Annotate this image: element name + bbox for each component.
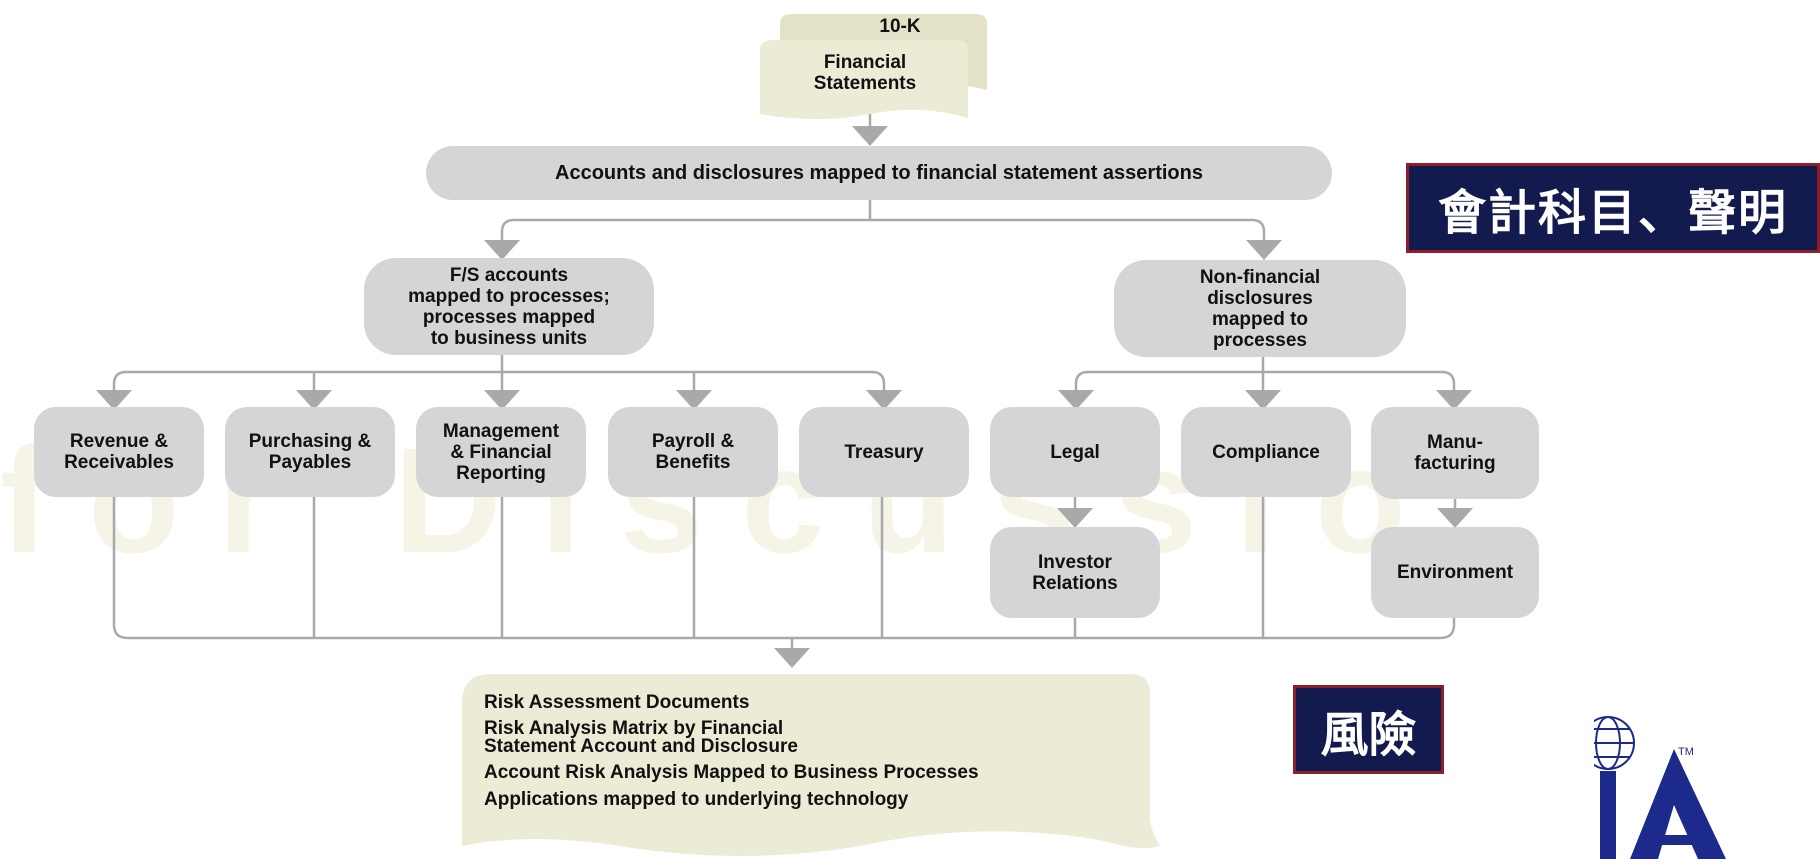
process-management-reporting: Management & Financial Reporting <box>416 407 586 497</box>
risk-doc-item: Account Risk Analysis Mapped to Business… <box>484 762 979 783</box>
disclosure-investor-relations: Investor Relations <box>990 527 1160 618</box>
assertions-label: Accounts and disclosures mapped to finan… <box>555 161 1203 184</box>
arrowheads <box>96 126 1473 668</box>
risk-documents-list: Risk Assessment Documents Risk Analysis … <box>484 693 1144 817</box>
disclosure-manufacturing: Manu- facturing <box>1371 407 1539 499</box>
disclosure-legal: Legal <box>990 407 1160 497</box>
risk-doc-item: Applications mapped to underlying techno… <box>484 789 909 810</box>
trademark-label: TM <box>1678 746 1694 758</box>
risk-doc-item: Risk Assessment Documents <box>484 692 750 713</box>
globe-ia-logo: TM <box>1594 716 1726 859</box>
fs-accounts-node: F/S accounts mapped to processes; proces… <box>364 258 654 355</box>
financial-statements-document <box>760 14 987 119</box>
accounts-tag: 會計科目、聲明 <box>1406 163 1820 253</box>
risk-doc-item: Risk Analysis Matrix by Financial Statem… <box>484 718 798 757</box>
nonfinancial-node: Non-financial disclosures mapped to proc… <box>1114 260 1406 357</box>
assertions-node: Accounts and disclosures mapped to finan… <box>426 146 1332 200</box>
doc-10k-label: 10-K <box>879 16 921 37</box>
doc-financial-statements-label: Financial Statements <box>813 52 917 94</box>
disclosure-compliance: Compliance <box>1181 407 1351 497</box>
process-treasury: Treasury <box>799 407 969 497</box>
disclosure-environment: Environment <box>1371 527 1539 618</box>
risk-tag: 風險 <box>1293 685 1444 774</box>
risk-documents-scroll <box>462 674 1160 856</box>
process-purchasing-payables: Purchasing & Payables <box>225 407 395 497</box>
process-payroll-benefits: Payroll & Benefits <box>608 407 778 497</box>
process-revenue-receivables: Revenue & Receivables <box>34 407 204 497</box>
